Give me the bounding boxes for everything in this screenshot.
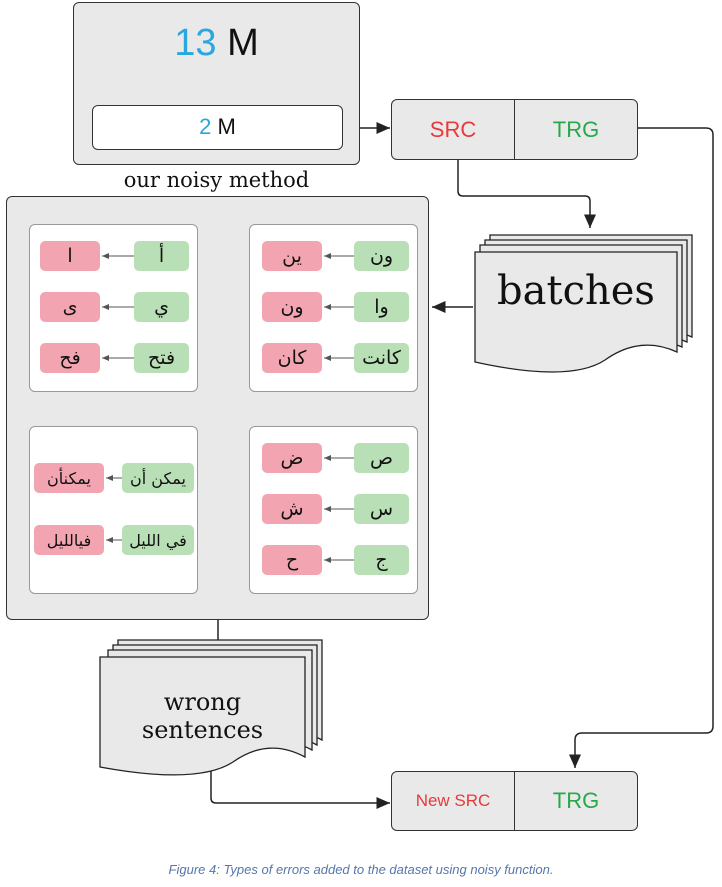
source-tag: ج: [354, 545, 409, 575]
panel-word-merging: يمكنأن يمكن أن فيالليل في الليل: [29, 426, 198, 594]
batches-label: batches: [497, 268, 655, 314]
source-tag: س: [354, 494, 409, 524]
wrong-sentences-stack: [99, 639, 323, 776]
panel-arrows: [324, 253, 354, 361]
target-tag: ون: [262, 292, 322, 322]
dataset-size: 13 M: [73, 22, 360, 65]
panel-arrows: [106, 475, 122, 543]
panel-arrows: [324, 455, 354, 563]
panel-hamza-alef: ا أ ى ي فح فتح: [29, 224, 198, 392]
wrong-sentences-label: wrong sentences: [141, 688, 264, 744]
target-tag: ض: [262, 443, 322, 473]
target-tag: يمكنأن: [34, 463, 104, 493]
source-tag: كانت: [354, 343, 409, 373]
trg-label-bottom: TRG: [514, 772, 637, 830]
arrow-src-to-batches: [457, 160, 596, 228]
target-tag: ا: [40, 241, 100, 271]
source-tag: ي: [134, 292, 189, 322]
source-tag: يمكن أن: [122, 463, 194, 493]
target-tag: ى: [40, 292, 100, 322]
target-tag: فح: [40, 343, 100, 373]
dataset-size-number: 13: [174, 22, 217, 64]
target-tag: ح: [262, 545, 322, 575]
source-tag: وا: [354, 292, 409, 322]
subset-size-unit: M: [217, 114, 236, 139]
batches-stack: [474, 234, 693, 373]
arrow-trg-to-new-trg: [569, 127, 714, 768]
src-trg-pair-bottom: New SRC TRG: [391, 771, 638, 831]
source-tag: ون: [354, 241, 409, 271]
source-tag: ص: [354, 443, 409, 473]
src-label-top: SRC: [429, 116, 477, 142]
trg-label-top: TRG: [514, 100, 637, 159]
panel-arrows: [102, 253, 134, 361]
source-tag: فتح: [134, 343, 189, 373]
src-trg-pair-top: SRC TRG: [391, 99, 638, 160]
method-title: our noisy method: [123, 168, 310, 192]
target-tag: ش: [262, 494, 322, 524]
new-src-label: New SRC: [415, 791, 491, 810]
figure-caption: Figure 4: Types of errors added to the d…: [168, 862, 554, 877]
target-tag: فيالليل: [34, 525, 104, 555]
panel-letter-swaps: ض ص ش س ح ج: [249, 426, 418, 594]
panel-suffixes: ين ون ون وا كان كانت: [249, 224, 418, 392]
target-tag: كان: [262, 343, 322, 373]
arrow-wrong-to-new-src: [210, 752, 390, 809]
source-tag: في الليل: [122, 525, 194, 555]
dataset-size-unit: M: [227, 22, 259, 64]
target-tag: ين: [262, 241, 322, 271]
source-tag: أ: [134, 241, 189, 271]
subset-box: 2 M: [92, 105, 343, 150]
subset-size-number: 2: [199, 114, 212, 139]
